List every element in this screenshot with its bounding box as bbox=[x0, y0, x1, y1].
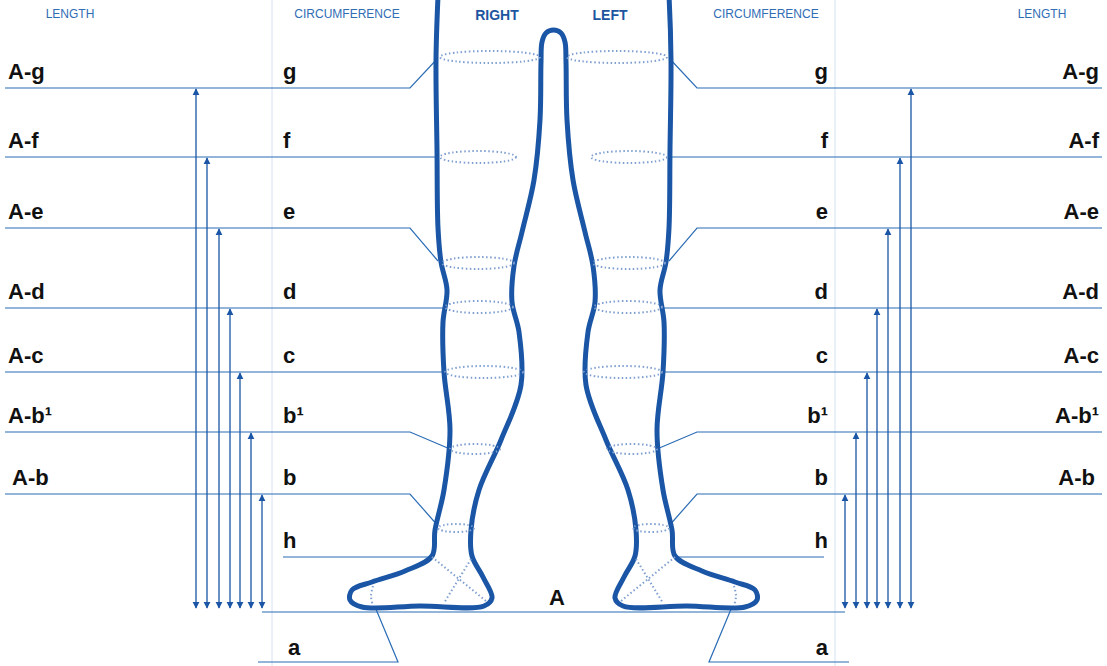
length-arrow bbox=[887, 229, 888, 608]
length-label: A-g bbox=[1062, 61, 1099, 83]
circumference-ring bbox=[445, 366, 523, 378]
circumference-label: b bbox=[815, 467, 828, 489]
length-arrow bbox=[866, 373, 867, 608]
circumference-ring bbox=[567, 51, 667, 63]
foot-measure-line bbox=[621, 557, 675, 601]
circumference-label: g bbox=[815, 61, 828, 83]
length-arrow bbox=[844, 495, 845, 608]
length-label: A-b bbox=[12, 467, 49, 489]
foot-measure-line bbox=[371, 586, 373, 606]
leader-line bbox=[667, 156, 1102, 157]
leg-side-label: LEFT bbox=[593, 8, 628, 22]
leader-line bbox=[5, 156, 440, 157]
length-label: A-f bbox=[1068, 130, 1099, 152]
length-arrow bbox=[910, 89, 911, 608]
circumference-ring bbox=[584, 366, 662, 378]
leader-line bbox=[669, 58, 1102, 88]
column-header: CIRCUMFERENCE bbox=[294, 8, 399, 20]
leader-line bbox=[709, 602, 849, 662]
length-label: A-d bbox=[1062, 281, 1099, 303]
leader-line bbox=[663, 307, 1102, 308]
circumference-label: f bbox=[821, 130, 828, 152]
length-arrow bbox=[250, 433, 251, 608]
circumference-label: a bbox=[816, 637, 828, 659]
leader-line bbox=[5, 307, 444, 308]
leader-line bbox=[5, 58, 438, 88]
circumference-label: b bbox=[283, 467, 296, 489]
circumference-label: g bbox=[283, 61, 296, 83]
circumference-ring bbox=[440, 151, 516, 163]
reference-point-label: A bbox=[549, 587, 565, 609]
leader-line bbox=[5, 494, 439, 527]
circumference-label: d bbox=[283, 281, 296, 303]
length-label: A-b¹ bbox=[1055, 405, 1099, 427]
column-header: CIRCUMFERENCE bbox=[713, 8, 818, 20]
circumference-ring bbox=[445, 301, 513, 313]
leader-line bbox=[668, 494, 1102, 527]
length-label: A-b bbox=[1058, 467, 1095, 489]
length-arrow bbox=[876, 309, 877, 608]
length-arrow bbox=[229, 309, 230, 608]
foot-measure-line bbox=[432, 557, 486, 601]
circumference-label: b¹ bbox=[807, 405, 828, 427]
foot-measure-line bbox=[444, 559, 471, 603]
base-line bbox=[262, 611, 845, 612]
leader-line bbox=[669, 228, 1102, 261]
circumference-label: a bbox=[288, 637, 300, 659]
length-label: A-g bbox=[8, 61, 45, 83]
length-arrow bbox=[195, 89, 196, 608]
circumference-label: b¹ bbox=[283, 405, 304, 427]
column-separator bbox=[835, 0, 836, 666]
length-arrow bbox=[261, 495, 262, 608]
length-arrow bbox=[218, 229, 219, 608]
leader-line bbox=[675, 556, 824, 557]
leader-line bbox=[5, 371, 445, 372]
circumference-label: e bbox=[816, 201, 828, 223]
circumference-ring bbox=[594, 301, 662, 313]
column-header: LENGTH bbox=[1018, 8, 1067, 20]
foot-measure-line bbox=[734, 586, 736, 606]
leader-line bbox=[258, 602, 398, 662]
foot-measure-line bbox=[636, 559, 663, 603]
circumference-ring bbox=[593, 257, 665, 269]
circumference-label: c bbox=[816, 345, 828, 367]
circumference-ring bbox=[438, 524, 474, 532]
leader-line bbox=[5, 432, 450, 449]
length-label: A-c bbox=[1064, 345, 1099, 367]
circumference-label: f bbox=[283, 130, 290, 152]
circumference-label: h bbox=[283, 530, 296, 552]
circumference-label: d bbox=[815, 281, 828, 303]
length-label: A-f bbox=[8, 130, 39, 152]
circumference-ring bbox=[633, 524, 669, 532]
length-label: A-e bbox=[1064, 201, 1099, 223]
leg-outline bbox=[349, 0, 757, 608]
circumference-ring bbox=[442, 257, 514, 269]
column-separator bbox=[272, 0, 273, 666]
circumference-ring bbox=[450, 444, 500, 454]
leg-side-label: RIGHT bbox=[475, 8, 519, 22]
length-arrow bbox=[239, 373, 240, 608]
length-arrow bbox=[899, 158, 900, 608]
leader-line bbox=[283, 556, 432, 557]
length-label: A-d bbox=[8, 281, 45, 303]
circumference-ring bbox=[591, 151, 667, 163]
column-header: LENGTH bbox=[46, 8, 95, 20]
length-label: A-e bbox=[8, 201, 43, 223]
leader-line bbox=[662, 371, 1102, 372]
leader-line bbox=[5, 228, 438, 261]
length-arrow bbox=[855, 433, 856, 608]
circumference-label: h bbox=[815, 530, 828, 552]
circumference-label: e bbox=[283, 201, 295, 223]
leader-line bbox=[657, 432, 1102, 449]
circumference-label: c bbox=[283, 345, 295, 367]
length-label: A-c bbox=[8, 345, 43, 367]
length-label: A-b¹ bbox=[8, 405, 52, 427]
circumference-ring bbox=[440, 51, 540, 63]
length-arrow bbox=[206, 158, 207, 608]
circumference-ring bbox=[607, 444, 657, 454]
